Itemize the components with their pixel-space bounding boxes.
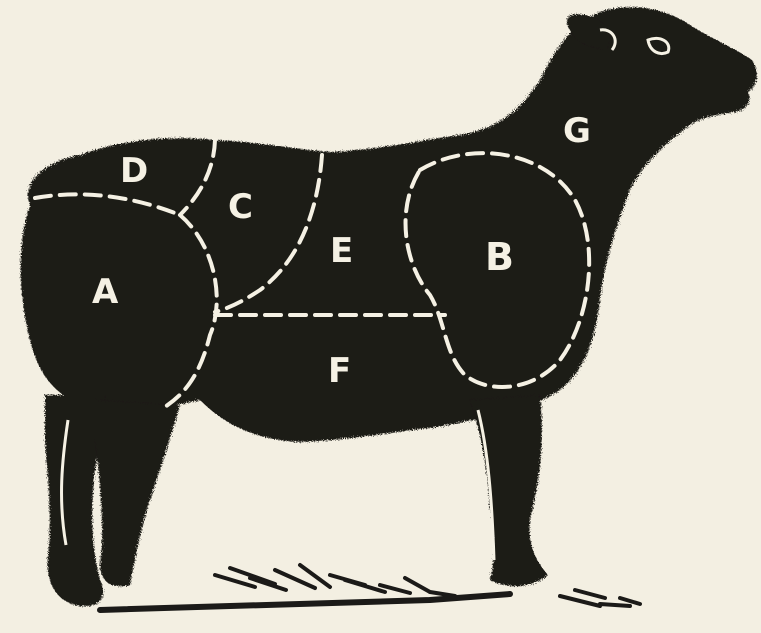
label-e: E — [330, 231, 353, 271]
label-g: G — [563, 111, 591, 151]
label-f: F — [328, 351, 351, 391]
label-a: A — [92, 272, 119, 312]
label-c: C — [228, 187, 253, 227]
grass-tufts — [100, 565, 640, 610]
label-b: B — [485, 235, 514, 279]
sheep-silhouette — [21, 7, 757, 606]
label-d: D — [120, 151, 148, 191]
